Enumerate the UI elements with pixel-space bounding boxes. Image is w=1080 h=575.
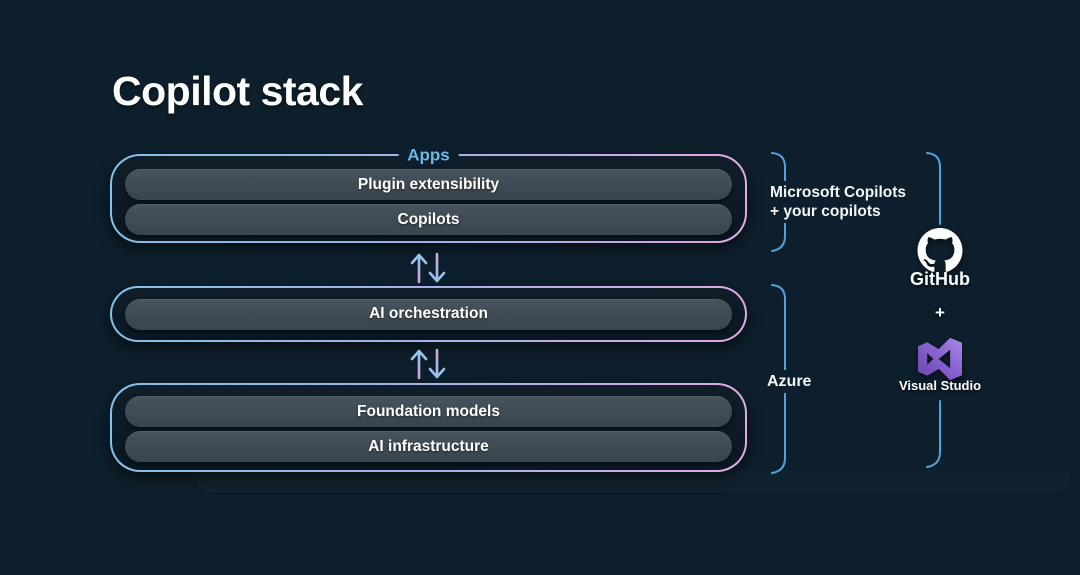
down-arrow-icon [428, 348, 446, 379]
tools-bracket-bottom [926, 400, 941, 468]
pill-plugin-extensibility: Plugin extensibility [125, 169, 732, 200]
bidirectional-arrows-icon [410, 252, 446, 284]
up-arrow-icon [410, 349, 428, 380]
copilots-bracket-label-line1: Microsoft Copilots [770, 184, 907, 201]
apps-group: Apps Plugin extensibility Copilots [110, 145, 747, 243]
pill-ai-orchestration: AI orchestration [125, 298, 732, 330]
tools-bracket-top [926, 152, 941, 225]
backdrop-glow [195, 470, 1070, 492]
copilots-bracket-label-line2: + your copilots [770, 203, 881, 220]
bidirectional-arrows-icon [410, 348, 446, 380]
up-arrow-icon [410, 253, 428, 284]
azure-bracket-label: Azure [763, 370, 816, 393]
pill-ai-infrastructure: AI infrastructure [125, 431, 732, 462]
pill-foundation-models: Foundation models [125, 396, 732, 427]
github-octocat-icon [917, 228, 963, 272]
page-title: Copilot stack [112, 68, 363, 114]
infrastructure-group: Foundation models AI infrastructure [110, 383, 747, 472]
plus-sign: + [935, 303, 945, 322]
visual-studio-icon [918, 337, 962, 381]
copilots-bracket-label: Microsoft Copilots + your copilots [766, 181, 911, 223]
ai-orchestration-group: AI orchestration [110, 286, 747, 342]
visual-studio-label: Visual Studio [898, 378, 982, 393]
down-arrow-icon [428, 252, 446, 283]
apps-group-label: Apps [398, 145, 459, 166]
pill-copilots: Copilots [125, 204, 732, 235]
github-wordmark: GitHub [910, 269, 970, 289]
